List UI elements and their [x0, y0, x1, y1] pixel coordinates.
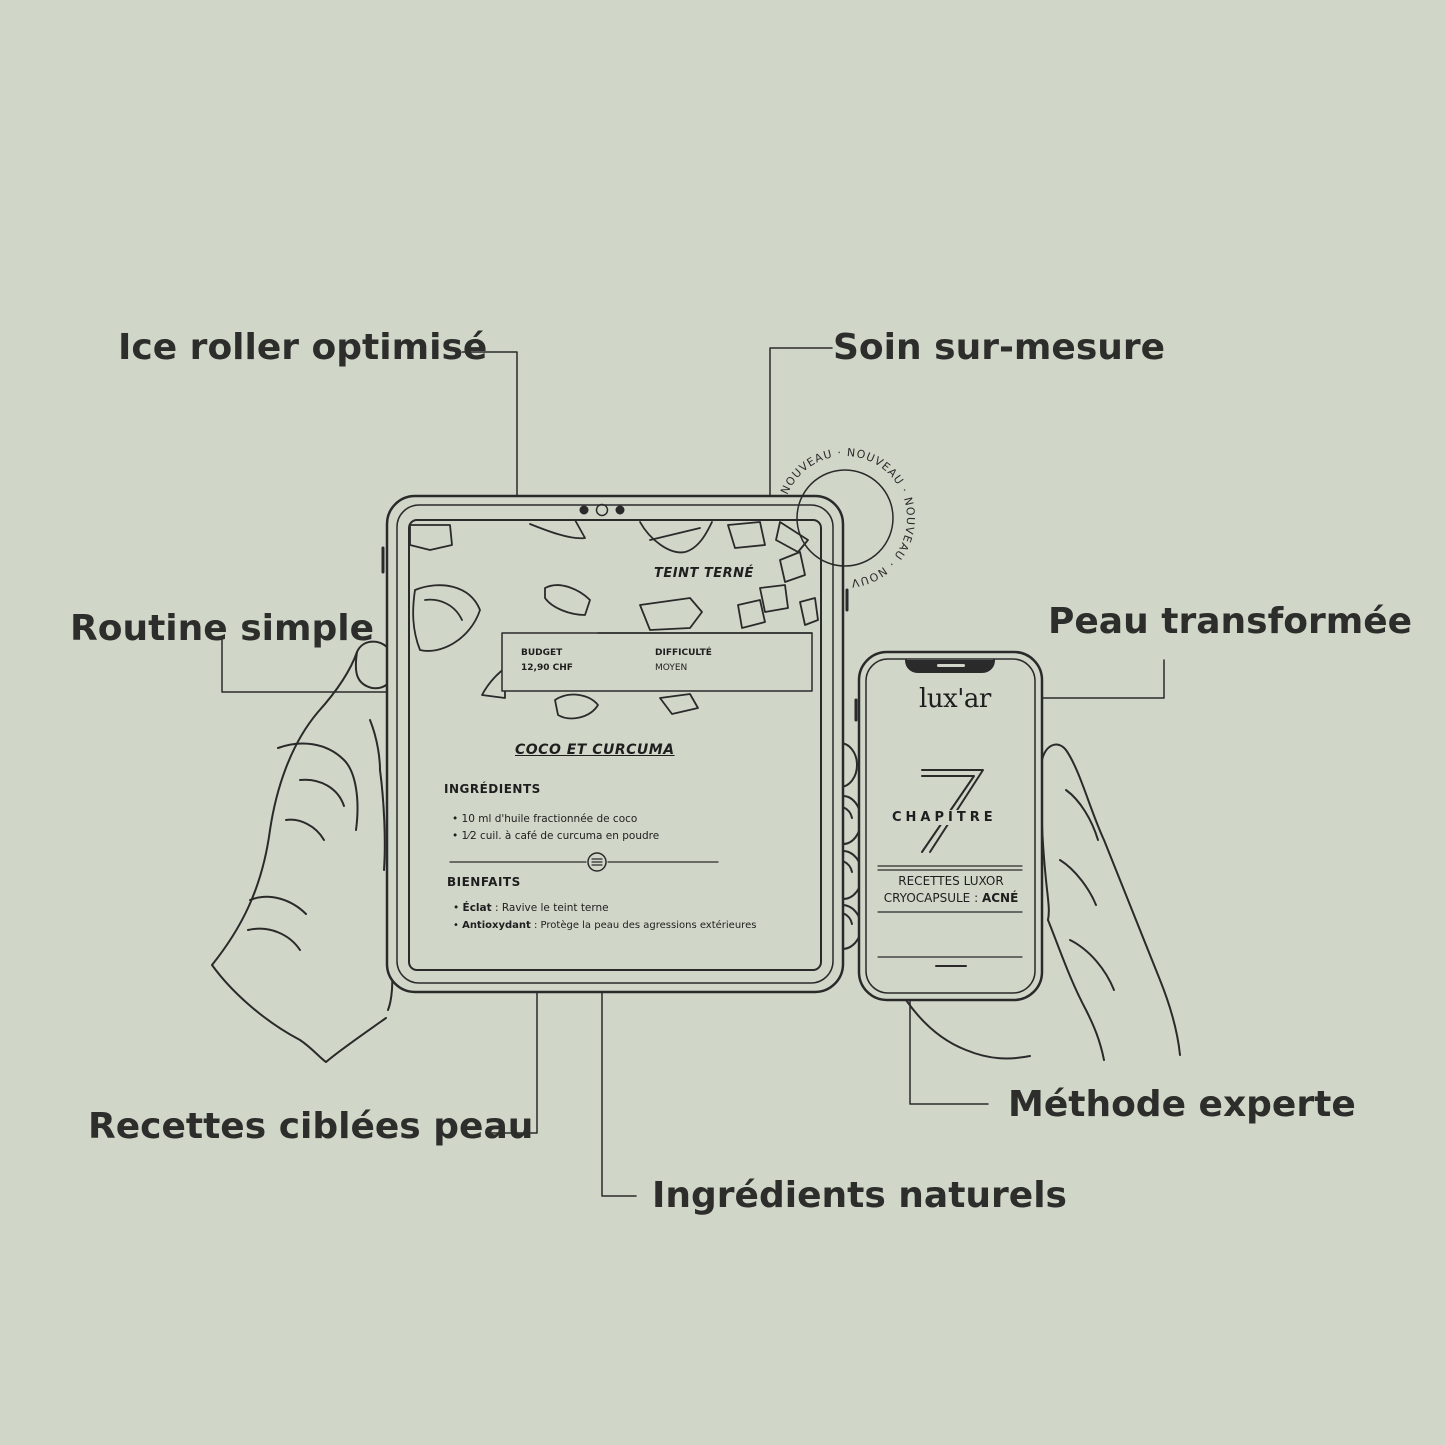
divider-menu-icon: [587, 852, 607, 872]
callout-ingredients: Ingrédients naturels: [652, 1175, 1067, 1216]
benefit-text: Protège la peau des agressions extérieur…: [540, 920, 757, 931]
brand-logo: lux'ar: [919, 684, 991, 714]
chapter-label: CHAPITRE: [890, 810, 999, 825]
benefit-label: Antioxydant: [462, 920, 531, 931]
benefits-heading: BIENFAITS: [447, 875, 521, 889]
benefit-separator: :: [530, 920, 541, 931]
callout-soin: Soin sur-mesure: [833, 327, 1166, 368]
recipe-info-box: [501, 632, 813, 692]
callout-methode: Méthode experte: [1008, 1084, 1356, 1125]
left-hand-drawing: [211, 640, 404, 1063]
difficulty-label: DIFFICULTÉ: [655, 648, 712, 658]
callout-ice-roller: Ice roller optimisé: [118, 327, 488, 368]
ingredient-item: • 1⁄2 cuil. à café de curcuma en poudre: [452, 830, 660, 842]
ingredient-sketches: [409, 519, 819, 720]
callout-routine: Routine simple: [70, 608, 375, 649]
new-badge-circle: [796, 469, 894, 567]
recipe-title: COCO ET CURCUMA: [515, 742, 675, 758]
callout-peau: Peau transformée: [1048, 601, 1413, 642]
benefit-item: • Antioxydant : Protège la peau des agre…: [453, 920, 757, 931]
phone-line-2: CRYOCAPSULE : ACNÉ: [878, 891, 1024, 905]
budget-label: BUDGET: [521, 648, 563, 658]
phone-line-1: RECETTES LUXOR: [898, 874, 1004, 888]
phone-frame: [854, 650, 1044, 1002]
ingredients-heading: INGRÉDIENTS: [444, 782, 541, 796]
phone-line-2-prefix: CRYOCAPSULE :: [883, 891, 982, 905]
difficulty-value: MOYEN: [655, 663, 688, 673]
callout-recettes: Recettes ciblées peau: [88, 1106, 534, 1147]
benefit-label: Éclat: [462, 902, 492, 914]
benefit-item: • Éclat : Ravive le teint terne: [453, 902, 609, 914]
phone-line-2-bold: ACNÉ: [981, 891, 1019, 905]
benefit-separator: :: [491, 902, 502, 914]
budget-value: 12,90 CHF: [521, 663, 573, 673]
ingredient-item: • 10 ml d'huile fractionnée de coco: [452, 813, 638, 825]
tablet-section-title: TEINT TERNÉ: [654, 566, 754, 581]
benefit-text: Ravive le teint terne: [501, 902, 609, 914]
